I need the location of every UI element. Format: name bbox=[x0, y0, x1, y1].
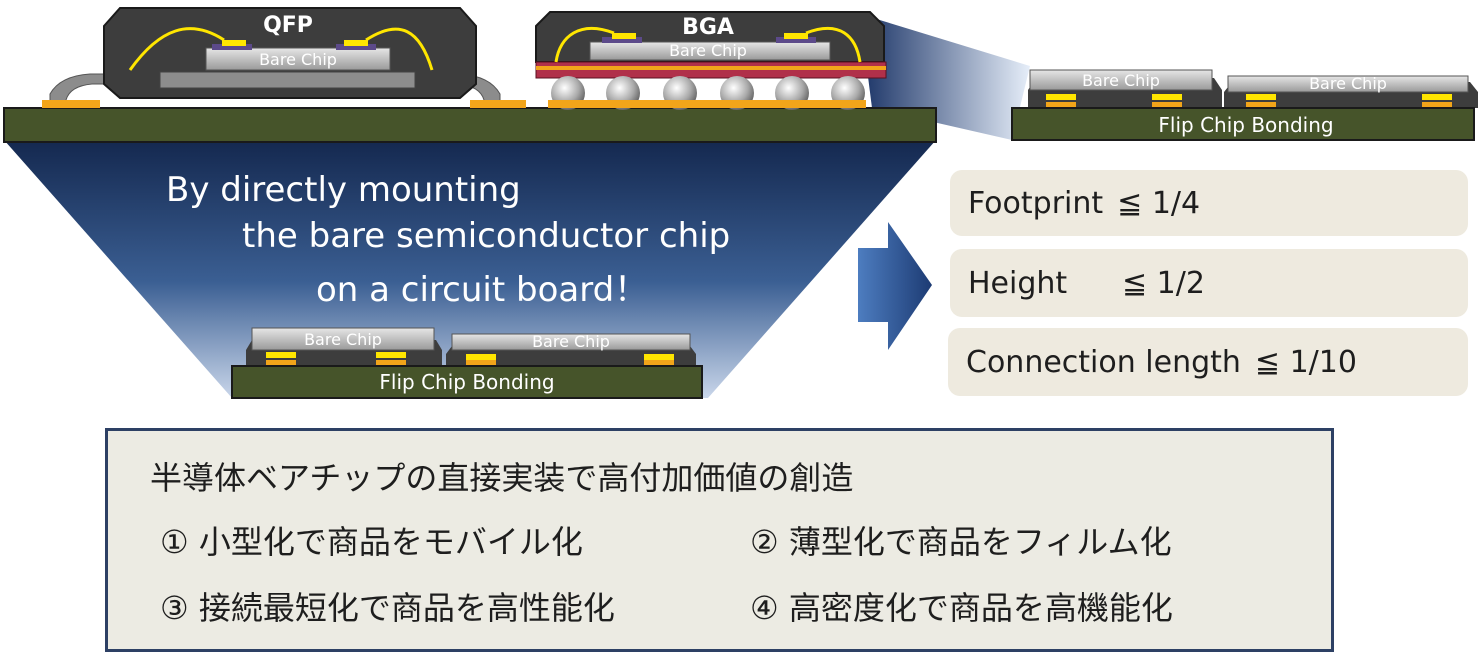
zoom-funnel bbox=[4, 140, 936, 398]
metric-value-height: ≦ 1/2 bbox=[1122, 265, 1205, 301]
bottom-chip-2-label: Bare Chip bbox=[532, 332, 610, 351]
metric-value-footprint: ≦ 1/4 bbox=[1117, 185, 1201, 221]
flip-chip-assembly-bottom: Bare Chip Bare Chip Flip Chip Bonding bbox=[231, 327, 703, 399]
circuit-board bbox=[3, 107, 937, 143]
metric-value-connection-length: ≦ 1/10 bbox=[1254, 344, 1357, 380]
bottom-chip-1-label: Bare Chip bbox=[304, 330, 382, 349]
top-chip-2-label: Bare Chip bbox=[1309, 74, 1387, 93]
headline-line-2: the bare semiconductor chip bbox=[242, 216, 731, 256]
metric-label-footprint: Footprint bbox=[968, 185, 1104, 221]
top-flip-chip-label: Flip Chip Bonding bbox=[1158, 113, 1333, 137]
headline-line-1: By directly mounting bbox=[166, 170, 521, 210]
summary-item-1: ① 小型化で商品をモバイル化 bbox=[160, 523, 583, 561]
metric-connection-length: Connection length ≦ 1/10 bbox=[948, 328, 1468, 396]
summary-item-4: ④ 高密度化で商品を高機能化 bbox=[750, 589, 1173, 627]
qfp-label: QFP bbox=[263, 13, 313, 38]
summary-item-2: ② 薄型化で商品をフィルム化 bbox=[750, 523, 1172, 561]
top-chip-1-label: Bare Chip bbox=[1082, 71, 1160, 90]
summary-item-3: ③ 接続最短化で商品を高性能化 bbox=[160, 589, 615, 627]
bga-label: BGA bbox=[682, 15, 734, 40]
bottom-flip-chip-label: Flip Chip Bonding bbox=[379, 370, 554, 394]
qfp-bare-chip-label: Bare Chip bbox=[259, 50, 337, 69]
summary-box: 半導体ベアチップの直接実装で高付加価値の創造 ① 小型化で商品をモバイル化 ② … bbox=[105, 428, 1334, 652]
right-arrow bbox=[858, 222, 932, 350]
summary-title: 半導体ベアチップの直接実装で高付加価値の創造 bbox=[150, 459, 854, 497]
metric-footprint: Footprint ≦ 1/4 bbox=[950, 170, 1468, 236]
bga-package: BGA Bare Chip bbox=[535, 11, 887, 110]
flip-chip-assembly-top: Bare Chip Bare Chip Flip Chip Bonding bbox=[1011, 69, 1478, 141]
metric-height: Height ≦ 1/2 bbox=[950, 249, 1468, 317]
bga-bare-chip-label: Bare Chip bbox=[669, 41, 747, 60]
metric-label-connection-length: Connection length bbox=[966, 344, 1241, 380]
headline-line-3: on a circuit board！ bbox=[316, 270, 649, 310]
metric-label-height: Height bbox=[968, 265, 1068, 301]
qfp-package: QFP Bare Chip bbox=[42, 7, 526, 108]
